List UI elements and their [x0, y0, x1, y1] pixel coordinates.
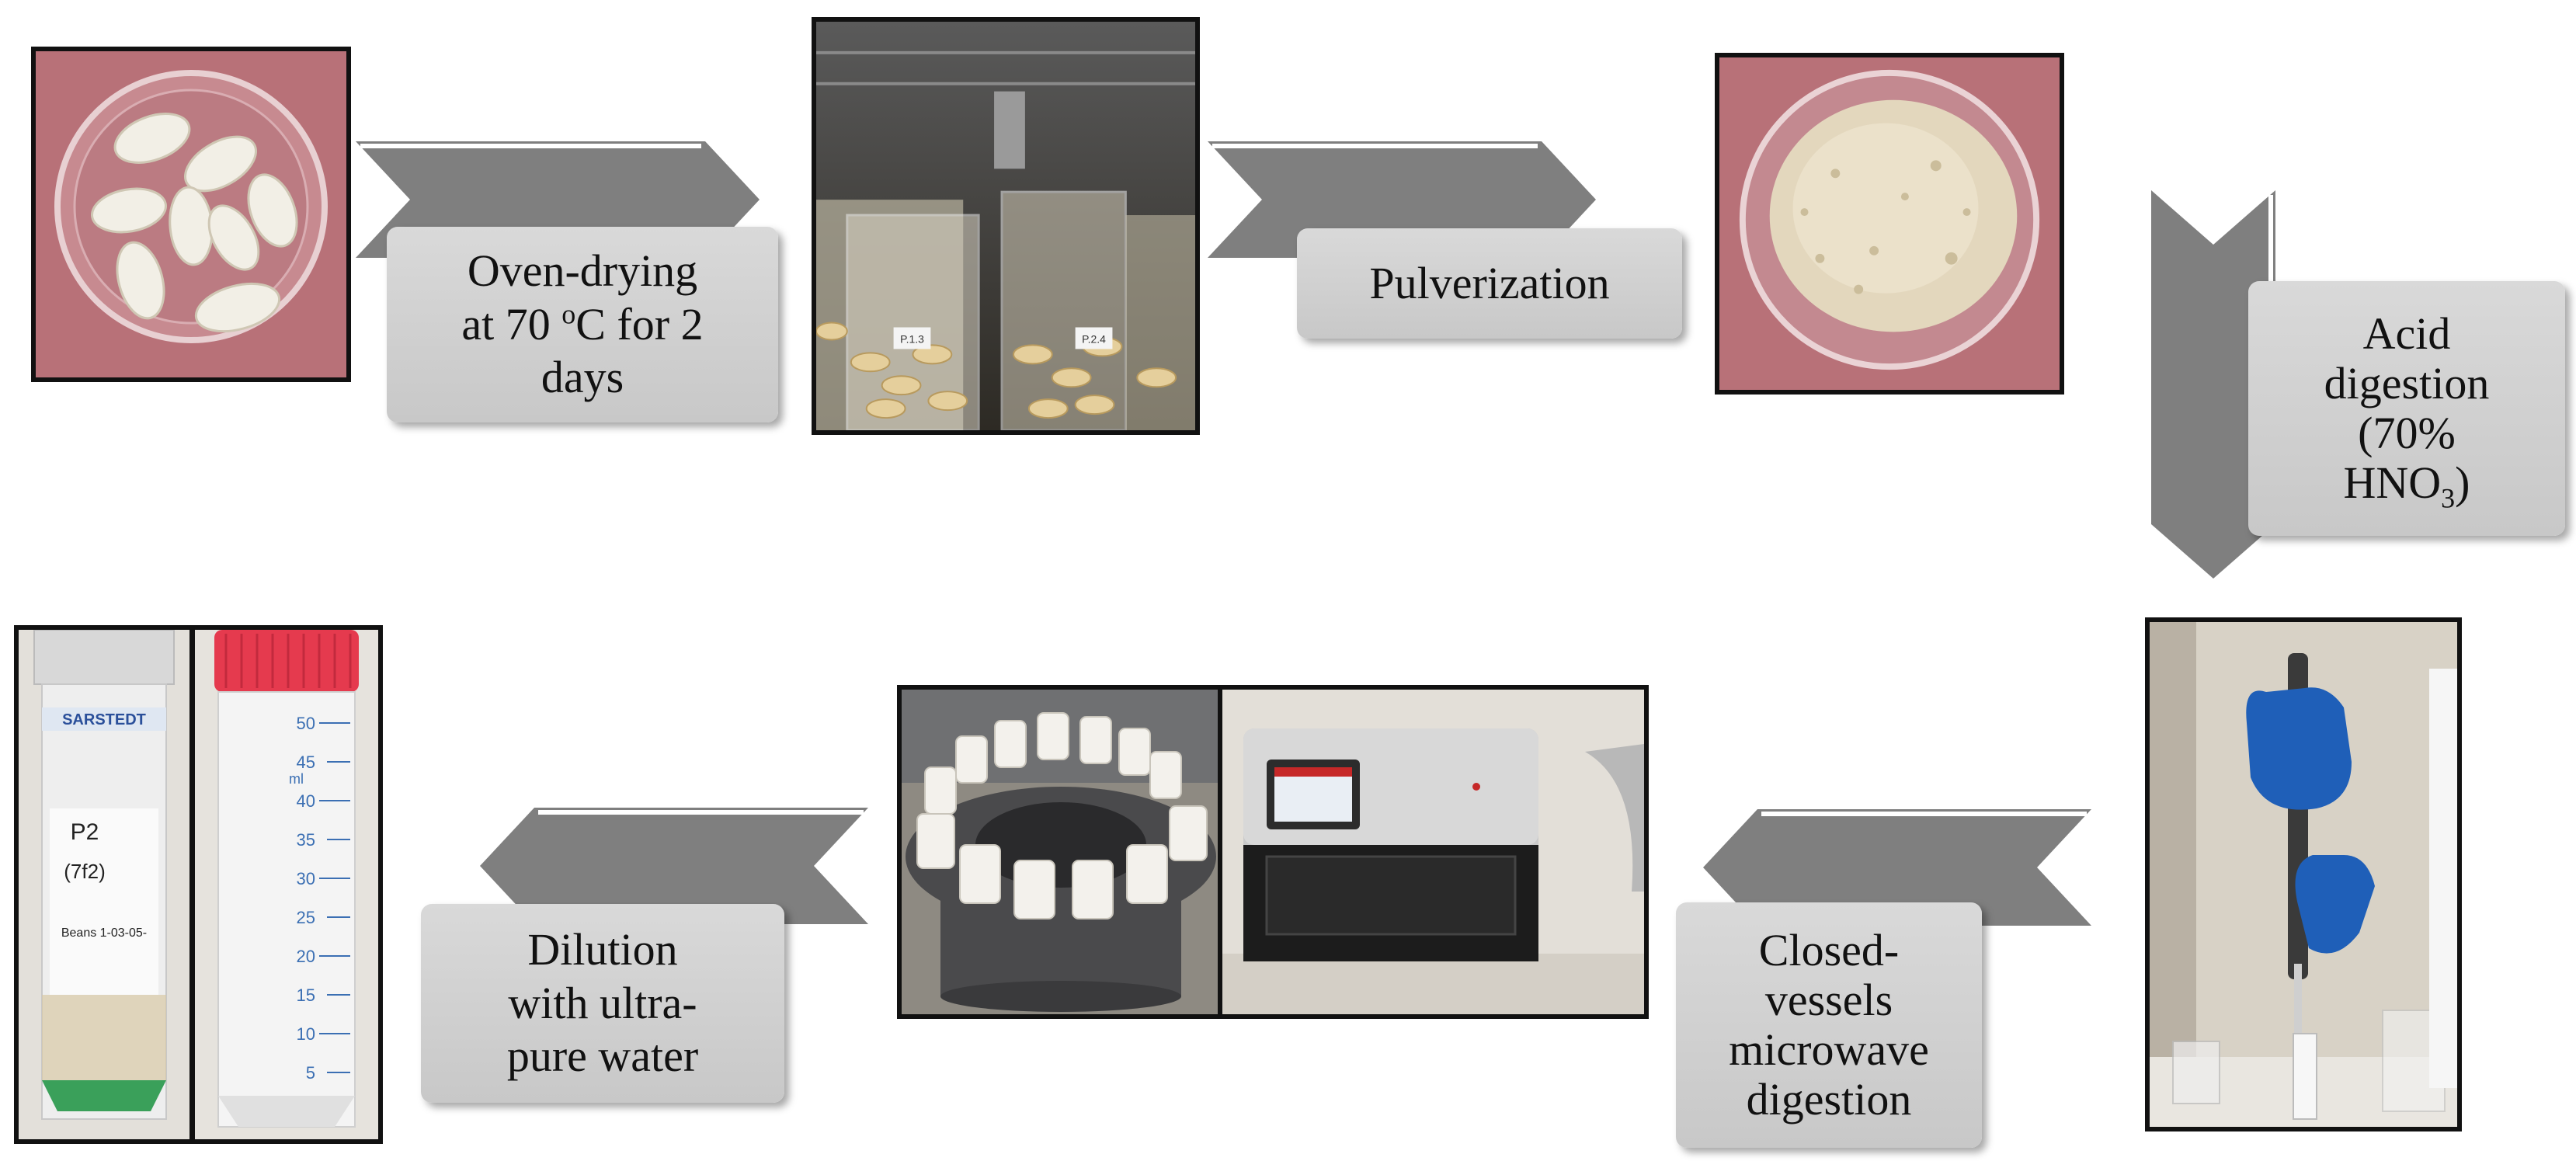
tube-scale-10: 10: [297, 1024, 315, 1044]
microwave-digestion-line1: Closed-: [1758, 925, 1900, 976]
oven-jars-image: P.1.3 P.2.4: [816, 22, 1195, 430]
pulverization-label: Pulverization: [1297, 228, 1682, 339]
bean-powder-image: [1719, 57, 2060, 390]
tube-label-line2: (7f2): [64, 860, 105, 883]
dilution-line1: Dilution: [527, 924, 678, 975]
empty-tube-photo: 50 45 40 35 30 25 20 15 10 5 ml: [190, 625, 383, 1144]
jar-label-1: P.1.3: [900, 332, 924, 345]
oven-drying-label: Oven-drying at 70 oC for 2 days: [387, 227, 778, 422]
acid-digestion-line1: Acid: [2362, 308, 2451, 360]
tube-label-line3: Beans 1-03-05-: [61, 926, 147, 940]
bean-powder-photo: [1715, 53, 2064, 395]
pipette-image: [2150, 622, 2457, 1127]
diluted-sample-tube-photo: SARSTEDT P2 (7f2) Beans 1-03-05-: [14, 625, 194, 1144]
empty-tube-image: 50 45 40 35 30 25 20 15 10 5 ml: [195, 630, 378, 1139]
arrow-left-icon: [480, 808, 868, 924]
acid-digestion-line3: (70%: [2358, 408, 2456, 458]
arrow-left-icon: [1703, 809, 2091, 926]
tube-scale-15: 15: [297, 985, 315, 1005]
pipette-photo: [2145, 617, 2462, 1131]
oven-drying-line2: at 70 oC for 2: [461, 298, 704, 349]
acid-digestion-line2: digestion: [2324, 358, 2490, 409]
jar-label-2: P.2.4: [1082, 332, 1106, 345]
oven-drying-line1: Oven-drying: [467, 245, 698, 297]
microwave-digestion-photo: [897, 685, 1649, 1019]
pulverization-text: Pulverization: [1369, 257, 1610, 308]
microwave-digestion-label: Closed- vessels microwave digestion: [1676, 902, 1982, 1148]
dilution-line3: pure water: [506, 1031, 699, 1082]
white-beans-image: [36, 51, 346, 377]
white-beans-photo: [31, 47, 351, 382]
tube-scale-unit: ml: [289, 771, 304, 787]
tube-scale-20: 20: [297, 947, 315, 966]
acid-digestion-label: Acid digestion (70% HNO3): [2248, 281, 2565, 536]
acid-digestion-line4: HNO3): [2343, 457, 2470, 514]
dilution-label: Dilution with ultra- pure water: [421, 904, 784, 1103]
tube-scale-35: 35: [297, 830, 315, 850]
dilution-line2: with ultra-: [508, 977, 697, 1028]
tube-scale-5: 5: [306, 1063, 315, 1083]
oven-jars-photo: P.1.3 P.2.4: [812, 17, 1200, 435]
tube-scale-50: 50: [297, 714, 315, 733]
tube-scale-40: 40: [297, 791, 315, 811]
microwave-digestion-line2: vessels: [1764, 975, 1893, 1026]
diluted-sample-tube-image: SARSTEDT P2 (7f2) Beans 1-03-05-: [19, 630, 189, 1139]
tube-label-line1: P2: [71, 819, 99, 845]
tube-brand-text: SARSTEDT: [62, 711, 146, 728]
microwave-digestion-image: [902, 690, 1644, 1014]
oven-drying-line3: days: [541, 352, 624, 403]
tube-scale-25: 25: [297, 908, 315, 927]
microwave-digestion-line3: microwave: [1729, 1024, 1929, 1075]
microwave-digestion-line4: digestion: [1746, 1073, 1912, 1125]
tube-scale-45: 45: [297, 753, 315, 772]
tube-scale-30: 30: [297, 869, 315, 888]
